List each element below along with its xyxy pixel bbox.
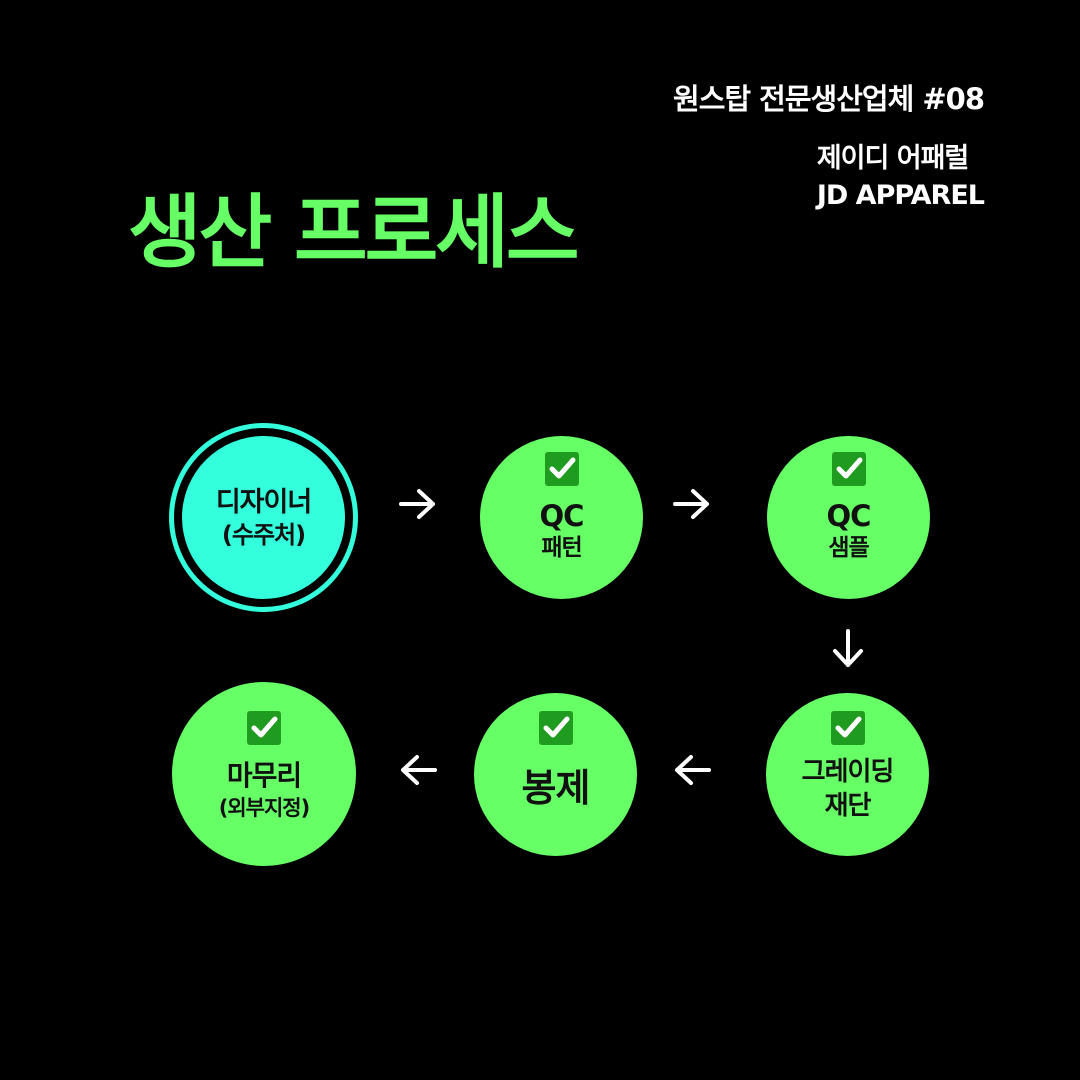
step-grading-label: 그레이딩 xyxy=(801,756,895,787)
page-title: 생산 프로세스 xyxy=(128,186,579,279)
step-finishing-label: 마무리 xyxy=(226,759,302,792)
company-name-korean: 제이디 어패럴 xyxy=(816,143,969,174)
company-name: 제이디 어패럴 JD APPAREL xyxy=(816,140,985,214)
checkbox-icon xyxy=(831,452,866,486)
arrow-left-icon xyxy=(398,752,438,788)
checkbox-icon xyxy=(538,711,573,745)
arrow-left-icon xyxy=(672,752,712,788)
series-label: 원스탑 전문생산업체 #08 xyxy=(673,82,985,116)
step-grading-cutting: 그레이딩 재단 xyxy=(766,693,929,856)
step-sewing: 봉제 xyxy=(474,693,637,856)
checkbox-icon xyxy=(247,711,281,745)
step-designer: 디자이너 (수주처) xyxy=(182,436,345,599)
checkbox-icon xyxy=(830,711,865,745)
arrow-right-icon xyxy=(672,486,712,522)
step-designer-sublabel: (수주처) xyxy=(221,520,306,549)
step-designer-label: 디자이너 xyxy=(215,486,312,518)
step-sewing-label: 봉제 xyxy=(521,765,591,810)
arrow-down-icon xyxy=(830,628,866,670)
company-name-english: JD APPAREL xyxy=(816,180,985,211)
checkbox-icon xyxy=(544,452,579,486)
step-qc-sample: QC 샘플 xyxy=(767,436,930,599)
step-finishing: 마무리 (외부지정) xyxy=(172,682,356,866)
step-qc-pattern-sublabel: 패턴 xyxy=(541,534,582,561)
step-finishing-sublabel: (외부지정) xyxy=(218,796,310,820)
step-qc-pattern: QC 패턴 xyxy=(480,436,643,599)
step-qc-sample-label: QC xyxy=(826,498,872,533)
arrow-right-icon xyxy=(398,486,438,522)
step-qc-sample-sublabel: 샘플 xyxy=(828,534,869,561)
step-cutting-label: 재단 xyxy=(824,790,872,821)
step-qc-pattern-label: QC xyxy=(539,498,585,533)
